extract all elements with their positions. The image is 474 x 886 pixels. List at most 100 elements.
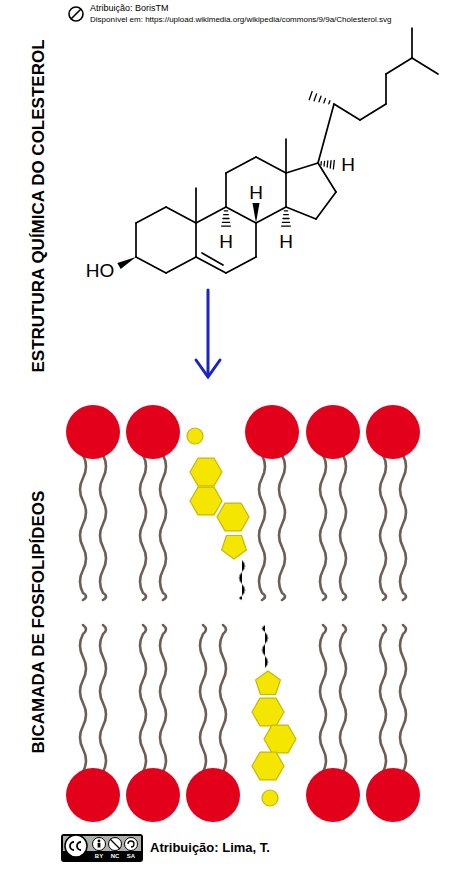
hash-bond xyxy=(309,92,312,100)
bond xyxy=(286,163,318,173)
lipid-tail xyxy=(320,625,326,772)
hash-bond xyxy=(327,161,329,167)
hydroxyl-head xyxy=(262,790,278,806)
lipid-tail xyxy=(80,455,86,600)
bond xyxy=(412,58,438,74)
lipid-tail xyxy=(279,455,285,600)
attribution: Atribuição: Lima, T. xyxy=(150,841,270,854)
bond xyxy=(226,257,256,273)
hash-bond xyxy=(314,94,316,101)
cc-logo xyxy=(61,834,143,862)
lipid-tail xyxy=(400,455,406,600)
sterol-ring xyxy=(190,487,222,515)
sterol-ring xyxy=(217,503,249,531)
bond xyxy=(166,257,196,273)
bond xyxy=(255,223,257,257)
bond xyxy=(318,104,334,163)
lipid-tail xyxy=(320,455,326,600)
bond xyxy=(135,223,137,257)
bond xyxy=(226,207,256,223)
hash-bond xyxy=(319,96,321,102)
phosphate-head xyxy=(186,768,240,822)
hash-bond xyxy=(330,161,332,168)
lipid-tail xyxy=(200,625,206,772)
hash-bond xyxy=(284,214,289,215)
bond xyxy=(334,104,360,120)
hash-bond xyxy=(222,226,231,227)
phosphate-head xyxy=(306,768,360,822)
lipid-tail xyxy=(340,455,346,600)
bond xyxy=(226,157,256,173)
bond xyxy=(195,188,197,223)
lipid-tail xyxy=(140,625,146,772)
license-tag: SA xyxy=(127,853,135,859)
bond xyxy=(195,223,197,257)
bond xyxy=(386,58,412,74)
hash-bond xyxy=(324,98,326,102)
hash-bond xyxy=(284,210,287,211)
bond xyxy=(316,192,336,219)
bond xyxy=(285,139,287,173)
phosphate-head xyxy=(66,405,120,459)
attribution-icon xyxy=(69,7,83,21)
cholesterol-structure xyxy=(117,28,438,273)
license-tag: BY xyxy=(95,853,103,859)
sterol-ring xyxy=(222,536,247,560)
hash-bond xyxy=(224,214,229,215)
license-tag: NC xyxy=(111,853,120,859)
source-url: Disponível em: https://upload.wikimedia.… xyxy=(90,16,391,24)
lipid-tail xyxy=(160,625,166,772)
phosphate-head xyxy=(366,405,420,459)
lipid-tail xyxy=(140,455,146,600)
bond xyxy=(136,207,166,223)
hash-bond xyxy=(282,222,289,223)
phosphate-head xyxy=(126,405,180,459)
hash-bond xyxy=(282,226,291,227)
lipid-tail xyxy=(80,625,86,772)
phosphate-head xyxy=(366,768,420,822)
phosphate-head xyxy=(306,405,360,459)
wedge-bond xyxy=(117,257,136,269)
lipid-tails xyxy=(80,455,406,772)
lipid-tail xyxy=(340,625,346,772)
bond xyxy=(385,74,387,104)
bond xyxy=(166,207,196,223)
phosphate-head xyxy=(66,768,120,822)
lipid-tail xyxy=(239,560,245,600)
bond xyxy=(196,207,226,223)
wedge-bond xyxy=(253,203,260,223)
lipid-heads xyxy=(66,405,420,822)
hydroxyl-head xyxy=(187,428,203,444)
hash-bond xyxy=(222,222,229,223)
section-title: ESTRUTURA QUÍMICA DO COLESTEROL xyxy=(30,39,47,372)
lipid-tail xyxy=(400,625,406,772)
phosphate-head xyxy=(245,405,299,459)
hash-bond xyxy=(224,210,227,211)
bond xyxy=(360,104,386,120)
lipid-tail xyxy=(220,625,226,772)
attribution: Atribuição: BorisTM xyxy=(90,4,169,13)
sterol-ring xyxy=(252,698,284,726)
bond xyxy=(411,28,413,58)
lipid-tail xyxy=(100,625,106,772)
double-bond xyxy=(202,253,223,265)
section-title: BICAMADA DE FOSFOLIPÍDEOS xyxy=(30,491,47,754)
lipid-tail xyxy=(380,625,386,772)
lipid-tail xyxy=(259,455,265,600)
hash-bond xyxy=(320,162,322,165)
lipid-tail xyxy=(380,455,386,600)
atom-label: H xyxy=(219,232,233,251)
bond xyxy=(136,257,166,273)
hash-bond xyxy=(329,101,330,104)
lipid-tail xyxy=(160,455,166,600)
sterol-ring xyxy=(256,671,281,695)
hash-bond xyxy=(323,161,325,166)
atom-label: H xyxy=(249,183,263,202)
bond xyxy=(285,173,287,207)
hash-bond xyxy=(283,218,289,219)
hash-bond xyxy=(223,218,229,219)
phosphate-head xyxy=(126,768,180,822)
bond xyxy=(256,157,286,173)
hash-bond xyxy=(333,160,335,169)
